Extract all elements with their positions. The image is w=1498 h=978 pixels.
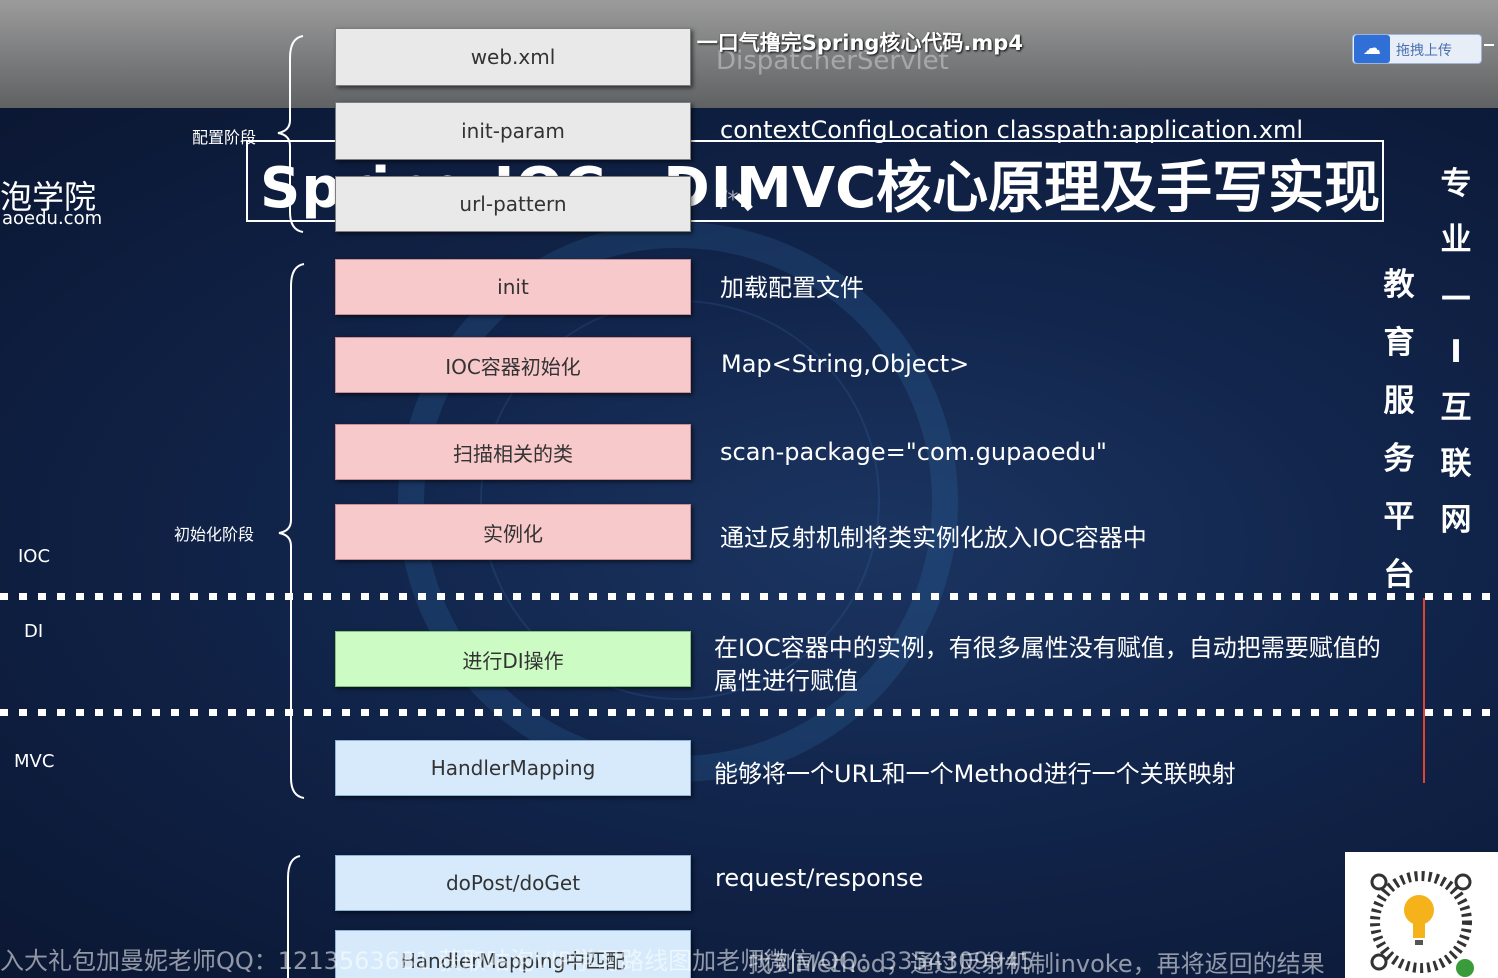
- step-box-scan-classes: 扫描相关的类: [335, 424, 691, 480]
- slogan-char: 育: [1383, 325, 1415, 361]
- slogan-char: I: [1450, 334, 1462, 370]
- step-box-ioc-init: IOC容器初始化: [335, 337, 691, 393]
- qr-code-pattern: [1370, 871, 1474, 977]
- config-stage-bracket: [277, 35, 304, 233]
- bottom-ticker: 入大礼包加曼妮老师QQ：1213563681 获取咕泡VIP学习路线图加老师微信…: [0, 947, 1035, 975]
- config-stage-label: 配置阶段: [192, 128, 257, 147]
- step-desc-dopost-doget: request/response: [715, 864, 924, 892]
- heading-title: MVC核心原理及手写实现: [736, 156, 1381, 221]
- slogan-char: 业: [1440, 222, 1472, 258]
- minimize-icon[interactable]: [1484, 44, 1494, 46]
- step-box-init: init: [335, 259, 691, 315]
- slogan-char: 平: [1383, 499, 1415, 535]
- step-box-instantiate: 实例化: [335, 504, 691, 560]
- step-desc-di-line1: 在IOC容器中的实例，有很多属性没有赋值，自动把需要赋值的: [714, 634, 1381, 662]
- slogan-char: 专: [1440, 166, 1472, 202]
- slogan-char: 互: [1440, 390, 1472, 426]
- section-label-di: DI: [24, 621, 44, 642]
- red-marker-line: [1423, 598, 1425, 783]
- section-label-ioc: IOC: [18, 546, 51, 567]
- step-desc-init: 加载配置文件: [720, 274, 864, 302]
- slogan-char: 台: [1383, 557, 1415, 593]
- ioc-di-separator: [0, 593, 1498, 600]
- step-desc-init-param: contextConfigLocation classpath:applicat…: [720, 116, 1304, 144]
- qr-code: [1345, 852, 1498, 978]
- slogan-char: —: [1440, 278, 1472, 314]
- background-slash-text: /*: [720, 188, 739, 213]
- slogan-char: 服: [1383, 383, 1415, 419]
- step-box-init-param: init-param: [335, 102, 691, 160]
- slogan-char: 网: [1440, 502, 1472, 538]
- di-mvc-separator: [0, 709, 1498, 716]
- init-stage-bracket: [278, 263, 305, 799]
- step-desc-ioc-init: Map<String,Object>: [721, 350, 970, 378]
- vertical-slogan-left: 教 育 服 务 平 台: [1379, 256, 1419, 604]
- step-desc-di-line2: 属性进行赋值: [714, 667, 858, 695]
- section-label-mvc: MVC: [14, 751, 55, 772]
- step-box-web-xml: web.xml: [335, 28, 691, 86]
- cloud-upload-icon[interactable]: ☁: [1354, 35, 1390, 63]
- step-box-handler-match: HandlerMapping中匹配: [335, 930, 691, 978]
- step-desc-scan-classes: scan-package="com.gupaoedu": [720, 438, 1107, 466]
- step-box-url-pattern: url-pattern: [335, 176, 691, 232]
- init-stage-label: 初始化阶段: [174, 525, 255, 544]
- step-box-dopost-doget: doPost/doGet: [335, 855, 691, 911]
- upload-button-label[interactable]: 拖拽上传: [1396, 43, 1452, 59]
- step-box-handler-mapping: HandlerMapping: [335, 740, 691, 796]
- step-desc-instantiate: 通过反射机制将类实例化放入IOC容器中: [720, 524, 1147, 552]
- top-bar-background: [0, 0, 1498, 108]
- slogan-char: 务: [1383, 441, 1415, 477]
- background-dispatcher-text: DispatcherServlet: [716, 46, 949, 76]
- heading-frame: [246, 140, 1384, 222]
- school-name: 泡学院: [0, 178, 97, 216]
- slogan-char: 教: [1383, 267, 1415, 303]
- step-desc-handler-mapping: 能够将一个URL和一个Method进行一个关联映射: [714, 760, 1236, 788]
- run-stage-bracket: [287, 855, 301, 978]
- slogan-char: 联: [1440, 446, 1472, 482]
- school-domain: aoedu.com: [2, 208, 103, 229]
- step-box-di: 进行DI操作: [335, 631, 691, 687]
- step-desc-handler-match: 找到Method，通过反射机制invoke，再将返回的结果: [748, 950, 1325, 978]
- vertical-slogan-right: 专 业 — I 互 联 网: [1436, 156, 1476, 548]
